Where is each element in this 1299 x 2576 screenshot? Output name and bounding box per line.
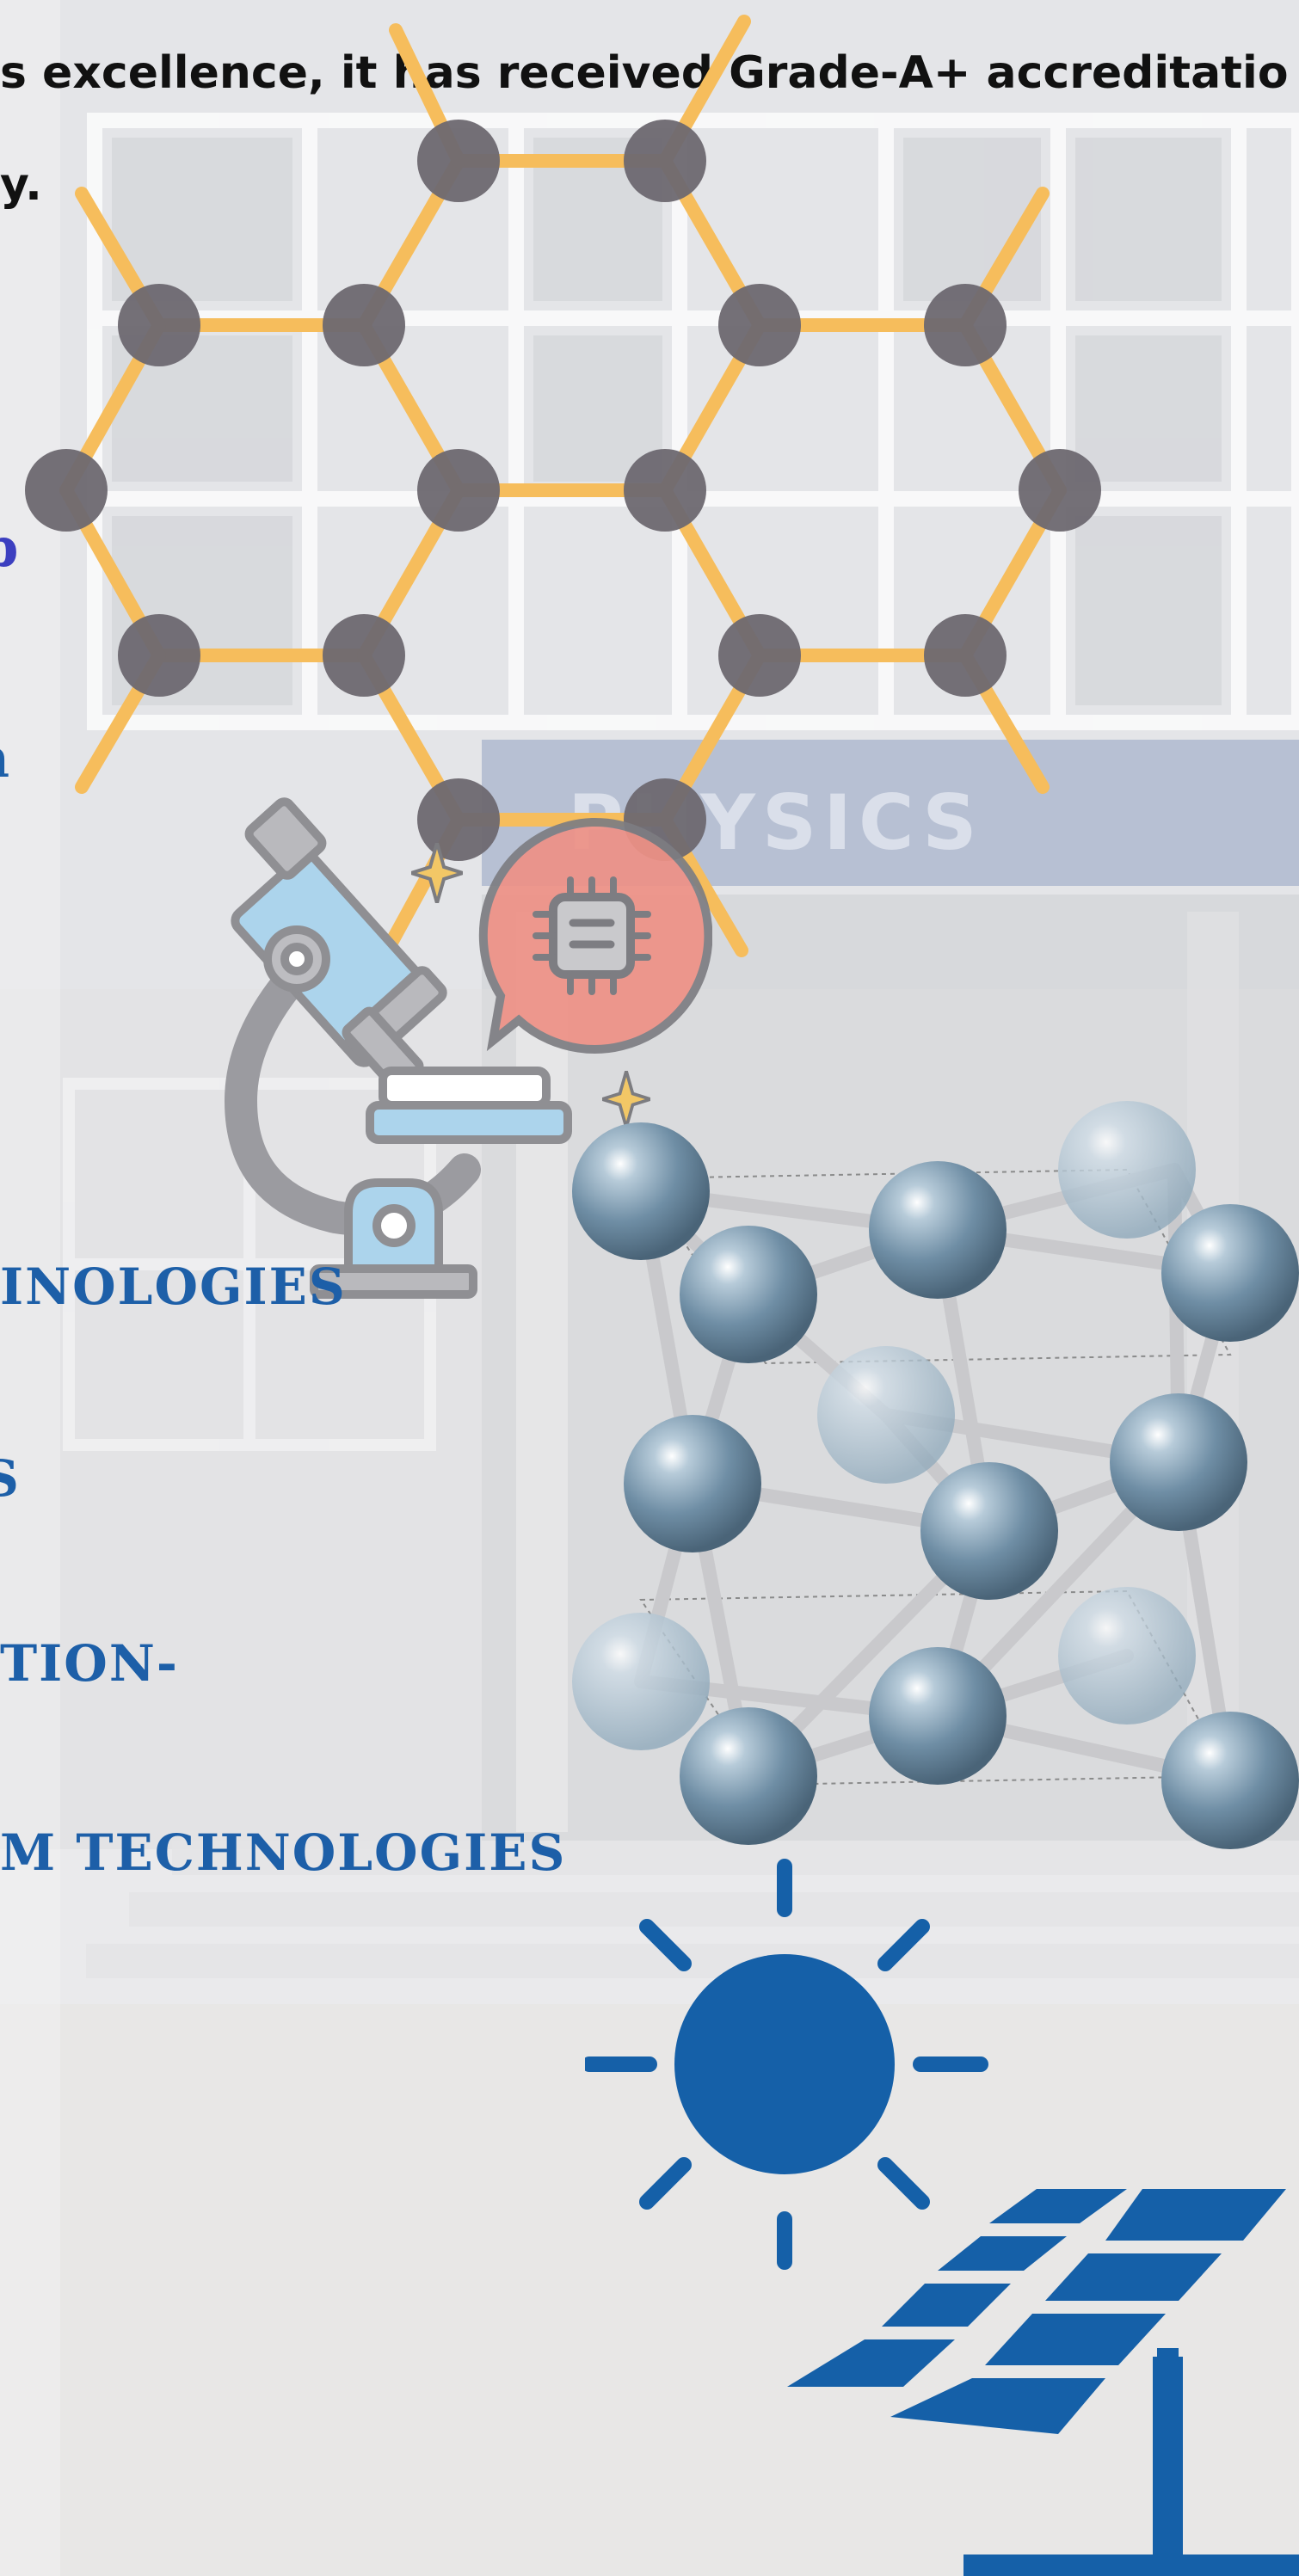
microscope-icon [225, 797, 572, 1299]
program-item: INOLOGIES [0, 1257, 347, 1316]
intro-line-1: s excellence, it has received Grade-A+ a… [0, 47, 1289, 99]
heading-fragment-2: n [0, 727, 9, 790]
solar-panel-icon [787, 2189, 1299, 2576]
intro-line-2: y. [0, 159, 42, 211]
chip-speech-bubble-icon [478, 817, 712, 1054]
graphene-lattice-icon [25, 15, 1101, 957]
heading-fragment-1: p [0, 516, 18, 579]
sun-icon [585, 1859, 988, 2270]
program-item: TION- [0, 1634, 179, 1693]
program-item: M TECHNOLOGIES [0, 1823, 567, 1882]
crystal-lattice-icon [572, 1101, 1299, 1849]
program-item: S [0, 1449, 21, 1508]
sparkle-icon [411, 843, 463, 903]
